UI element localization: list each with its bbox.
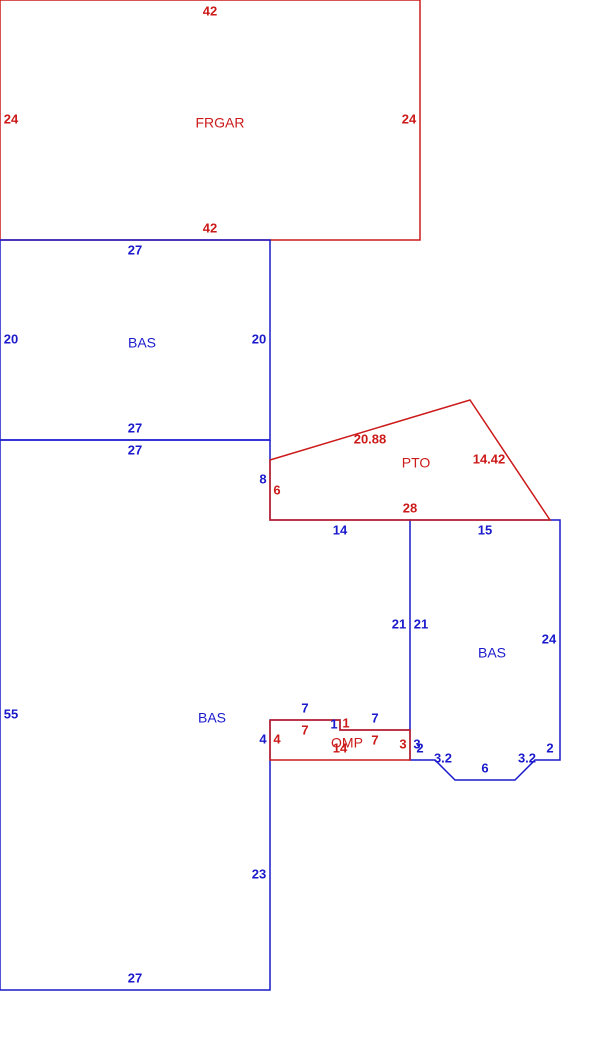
bas-right-outline <box>409 519 561 781</box>
dim-bas-right-top: 15 <box>478 522 492 537</box>
dim-bas-main-step-left: 4 <box>259 731 267 746</box>
dim-pto-left: 6 <box>273 482 280 497</box>
dim-frgar-bottom: 42 <box>203 220 217 235</box>
dim-frgar-left: 24 <box>4 111 19 126</box>
dim-bas-main-step-top: 7 <box>301 700 308 715</box>
area-label-bas-upper: BAS <box>128 335 156 351</box>
dim-bas-upper-left: 20 <box>4 331 18 346</box>
dim-bas-right-left: 21 <box>414 616 428 631</box>
dim-bas-main-left: 55 <box>4 706 18 721</box>
dim-bas-right-bay-right: 3.2 <box>518 750 536 765</box>
dim-pto-slope-top: 20.88 <box>354 431 387 446</box>
dim-pto-bottom: 28 <box>403 500 417 515</box>
dim-bas-upper-top: 27 <box>128 242 142 257</box>
omp-outline <box>269 719 411 761</box>
dim-bas-main-step-top2: 7 <box>371 710 378 725</box>
pto-outline <box>269 399 552 521</box>
area-label-pto: PTO <box>402 455 431 471</box>
dim-omp-top-left: 7 <box>301 722 308 737</box>
dim-bas-right-bottom-right: 2 <box>546 740 553 755</box>
dim-bas-main-bottom: 27 <box>128 970 142 985</box>
dim-bas-right-bottom-left: 2 <box>416 740 423 755</box>
dim-bas-main-top: 27 <box>128 442 142 457</box>
dim-omp-left: 4 <box>273 731 281 746</box>
dim-bas-main-notch-right: 8 <box>259 471 266 486</box>
dim-omp-bottom: 14 <box>333 740 348 755</box>
dim-bas-main-top-right: 14 <box>333 522 348 537</box>
dim-bas-right-bay-bottom: 6 <box>481 760 488 775</box>
dim-frgar-right: 24 <box>402 111 417 126</box>
dim-bas-upper-bottom: 27 <box>128 420 142 435</box>
dim-omp-small: 1 <box>342 715 349 730</box>
dim-bas-right-right: 24 <box>542 631 557 646</box>
dim-bas-main-step-small: 1 <box>330 716 337 731</box>
dim-pto-slope-right: 14.42 <box>473 451 506 466</box>
dim-bas-upper-right: 20 <box>252 331 266 346</box>
dim-bas-main-step-right: 3 <box>413 736 420 751</box>
area-label-frgar: FRGAR <box>196 115 245 131</box>
dim-omp-right: 3 <box>399 736 406 751</box>
dim-frgar-top: 42 <box>203 3 217 18</box>
area-label-omp: OMP <box>331 735 363 751</box>
dim-bas-right-bay-left: 3.2 <box>434 750 452 765</box>
dim-omp-top-right: 7 <box>371 732 378 747</box>
area-label-bas-right: BAS <box>478 645 506 661</box>
area-label-bas-main: BAS <box>198 710 226 726</box>
dim-bas-main-lower-right: 23 <box>252 866 266 881</box>
dim-bas-main-notch-upper: 21 <box>392 616 406 631</box>
